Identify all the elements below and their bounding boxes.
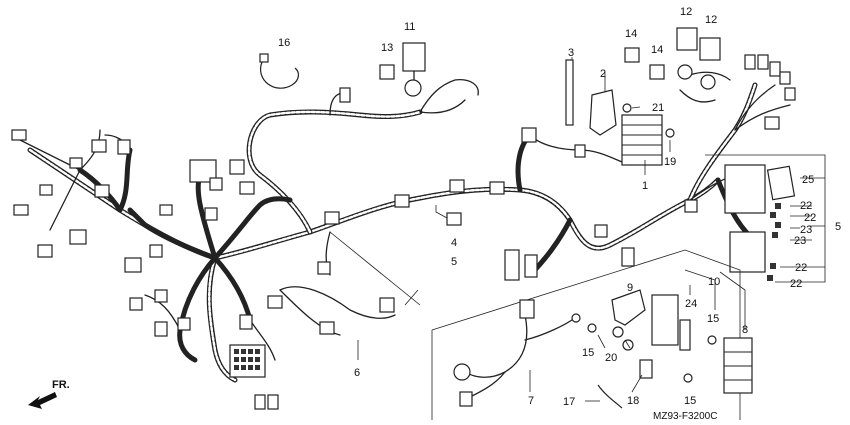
band-16 xyxy=(260,61,299,89)
bracket-3 xyxy=(565,59,574,126)
callout-3: 3 xyxy=(568,47,574,59)
callout-22c: 22 xyxy=(795,262,807,274)
callout-5a: 5 xyxy=(451,256,457,268)
callout-19: 19 xyxy=(664,156,676,168)
connectors xyxy=(11,27,796,410)
callout-5b: 5 xyxy=(835,221,841,233)
callout-4: 4 xyxy=(451,237,457,249)
callout-2: 2 xyxy=(600,68,606,80)
relay-14b xyxy=(649,64,665,80)
callout-12b: 12 xyxy=(705,14,717,26)
relay-12b xyxy=(699,37,721,61)
front-direction-label: FR. xyxy=(52,379,70,391)
regulator-1 xyxy=(621,114,663,166)
relay-12a xyxy=(676,27,698,51)
callout-15a: 15 xyxy=(582,347,594,359)
callout-1: 1 xyxy=(642,180,648,192)
callout-15b: 15 xyxy=(707,313,719,325)
callout-21: 21 xyxy=(652,102,664,114)
callout-10: 10 xyxy=(708,276,720,288)
callout-13: 13 xyxy=(381,42,393,54)
switch-24 xyxy=(651,294,679,346)
callout-7: 7 xyxy=(528,395,534,407)
callout-6: 6 xyxy=(354,367,360,379)
fuse-box-lower xyxy=(729,231,766,273)
plate-2 xyxy=(589,89,617,136)
callout-22a: 22 xyxy=(800,200,812,212)
inset-sub-assembly xyxy=(431,249,753,420)
callout-12a: 12 xyxy=(680,6,692,18)
callout-25: 25 xyxy=(802,174,814,186)
front-arrow-icon xyxy=(28,392,57,409)
callout-8: 8 xyxy=(742,324,748,336)
callout-16: 16 xyxy=(278,37,290,49)
callout-22d: 22 xyxy=(790,278,802,290)
front-direction-indicator: FR. xyxy=(28,379,70,409)
callout-9: 9 xyxy=(627,282,633,294)
callout-20: 20 xyxy=(605,352,617,364)
relay-11 xyxy=(402,42,426,72)
callout-14a: 14 xyxy=(625,28,637,40)
callout-23a: 23 xyxy=(800,224,812,236)
callout-11: 11 xyxy=(404,21,415,33)
fuse-box-upper xyxy=(724,164,766,214)
clamp-17 xyxy=(597,384,623,409)
callout-24: 24 xyxy=(685,298,697,310)
label-25 xyxy=(766,165,796,201)
nut-19 xyxy=(665,128,675,138)
connector-13 xyxy=(379,64,395,80)
callout-15c: 15 xyxy=(684,395,696,407)
diagram-code: MZ93-F3200C xyxy=(653,411,717,422)
callout-22b: 22 xyxy=(804,212,816,224)
callout-14b: 14 xyxy=(651,44,663,56)
connector-4 xyxy=(446,212,462,226)
bracket-9 xyxy=(611,289,646,326)
callout-17: 17 xyxy=(563,396,575,408)
screw-21 xyxy=(622,103,632,113)
leader-lines xyxy=(329,57,826,402)
callout-23b: 23 xyxy=(794,235,806,247)
thin-wires xyxy=(19,71,791,399)
callout-18: 18 xyxy=(627,395,639,407)
relay-14a xyxy=(624,47,640,63)
callout-labels: 1 2 3 4 5 5 6 7 8 9 10 11 12 12 13 14 14… xyxy=(278,6,841,408)
